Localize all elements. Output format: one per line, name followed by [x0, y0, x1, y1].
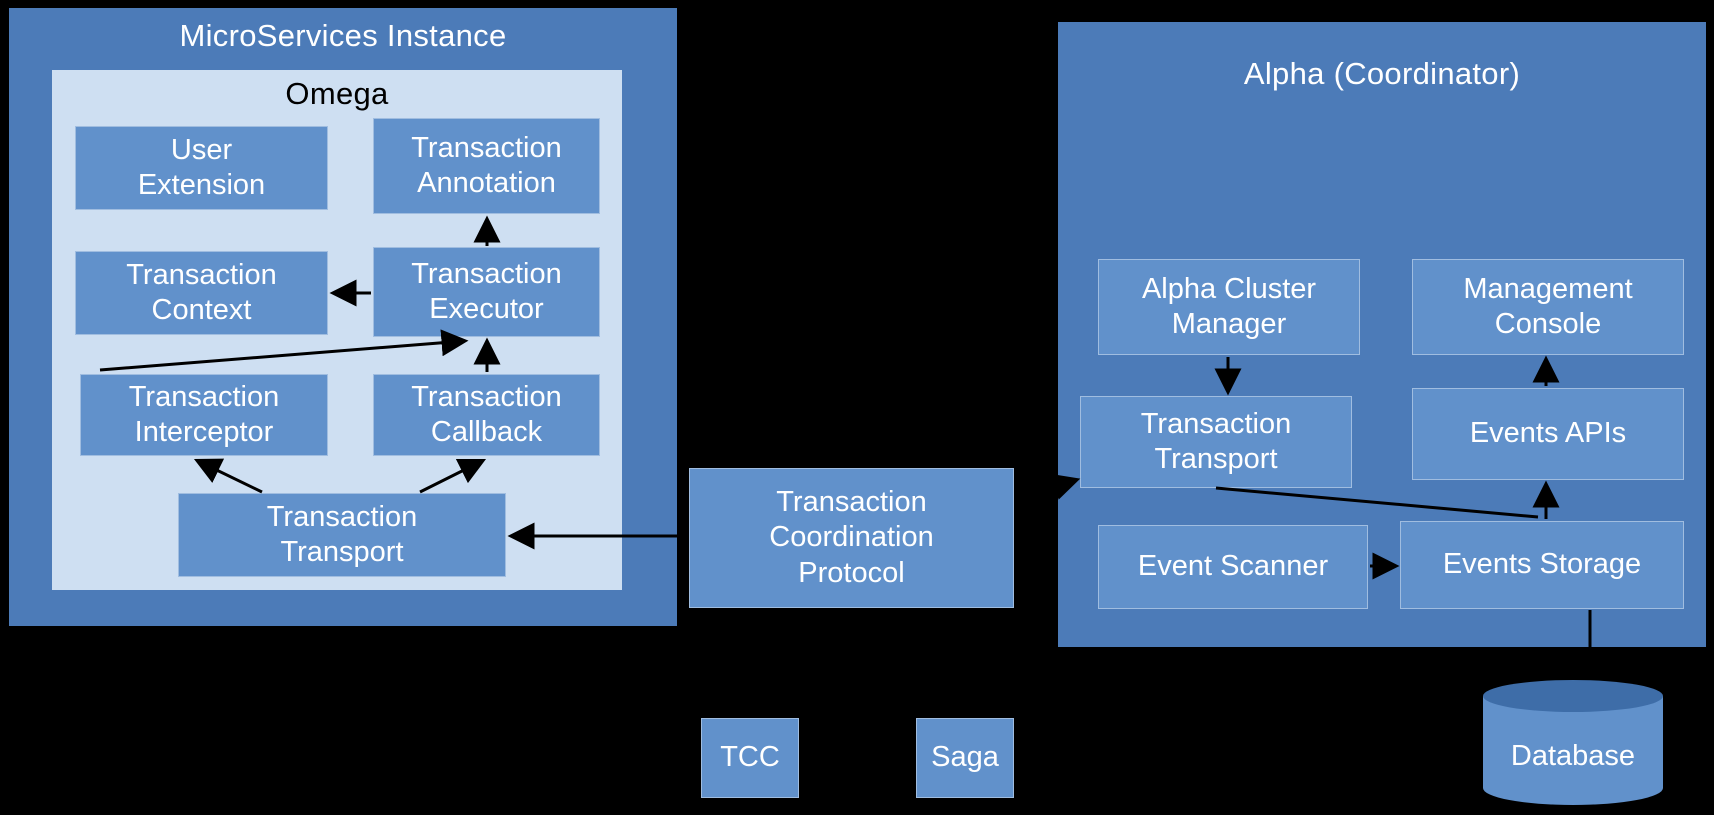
- node-events-apis: Events APIs: [1412, 388, 1684, 480]
- node-user-extension: User Extension: [75, 126, 328, 210]
- node-transaction-interceptor: Transaction Interceptor: [80, 374, 328, 456]
- node-transaction-callback: Transaction Callback: [373, 374, 600, 456]
- node-transaction-executor: Transaction Executor: [373, 247, 600, 337]
- node-saga: Saga: [916, 718, 1014, 798]
- node-transaction-coordination-protocol: Transaction Coordination Protocol: [689, 468, 1014, 608]
- node-events-storage: Events Storage: [1400, 521, 1684, 609]
- node-transaction-transport-omega: Transaction Transport: [178, 493, 506, 577]
- omega-title: Omega: [285, 76, 389, 111]
- node-management-console: Management Console: [1412, 259, 1684, 355]
- database-label: Database: [1510, 740, 1636, 772]
- node-event-scanner: Event Scanner: [1098, 525, 1368, 609]
- database-cylinder-shape: [1483, 680, 1663, 805]
- node-alpha-cluster-manager: Alpha Cluster Manager: [1098, 259, 1360, 355]
- node-transaction-transport-alpha: Transaction Transport: [1080, 396, 1352, 488]
- node-transaction-annotation: Transaction Annotation: [373, 118, 600, 214]
- database-cylinder: Database: [1481, 678, 1665, 808]
- alpha-coordinator-title: Alpha (Coordinator): [1243, 56, 1521, 91]
- microservices-instance-title: MicroServices Instance: [179, 18, 507, 53]
- node-transaction-context: Transaction Context: [75, 251, 328, 335]
- node-tcc: TCC: [701, 718, 799, 798]
